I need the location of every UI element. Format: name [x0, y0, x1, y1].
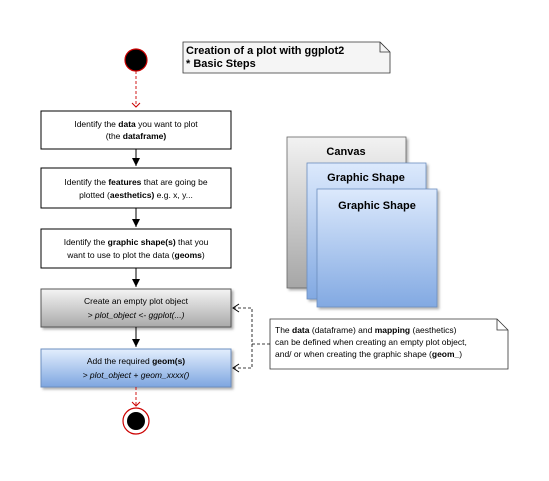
step-identify-features-line2: plotted (aesthetics) e.g. x, y... [79, 190, 193, 200]
info-note-line3: and/ or when creating the graphic shape … [275, 349, 462, 359]
step-identify-graphic-shape-line1: Identify the graphic shape(s) that you [64, 237, 209, 247]
text-run: ) [202, 250, 205, 260]
step-identify-features: Identify the features that are going be … [40, 167, 232, 209]
text-run: Create an empty plot object [84, 296, 189, 306]
title-note-line2: * Basic Steps [186, 58, 256, 70]
graphic-shape-1-label: Graphic Shape [327, 172, 405, 184]
text-run: features [108, 177, 141, 187]
graphic-shape-2-label: Graphic Shape [338, 200, 416, 212]
note-connector-add [232, 344, 253, 373]
text-run: ) [459, 349, 462, 359]
step-identify-graphic-shape-line2: want to use to plot the data (geoms) [66, 250, 205, 260]
info-note-line2: can be defined when creating an empty pl… [275, 337, 467, 347]
text-run: geom(s) [152, 356, 185, 366]
end-node [122, 407, 150, 435]
text-run: and/ or when creating the graphic shape … [275, 349, 432, 359]
title-note-line1: Creation of a plot with ggplot2 [186, 45, 344, 57]
step-add-geoms: Add the required geom(s) > plot_object +… [40, 348, 232, 388]
text-run: mapping [375, 325, 410, 335]
text-run: geom_ [432, 349, 460, 359]
text-run: that you [176, 237, 209, 247]
text-run: Identify the [64, 237, 108, 247]
note-connector-create [232, 303, 270, 345]
start-node [124, 48, 148, 72]
text-run: > plot_object <- ggplot(...) [88, 310, 185, 320]
step-create-plot-object: Create an empty plot object > plot_objec… [40, 288, 232, 328]
step-identify-data: Identify the data you want to plot (the … [40, 110, 232, 150]
step-identify-graphic-shape: Identify the graphic shape(s) that you w… [40, 228, 232, 269]
step-identify-data-line1: Identify the data you want to plot [74, 119, 198, 129]
text-run: (dataframe) and [310, 325, 375, 335]
step-create-plot-object-line2: > plot_object <- ggplot(...) [88, 310, 185, 320]
graphic-shape-layer-2: Graphic Shape [316, 188, 438, 308]
text-run: Identify the [64, 177, 108, 187]
text-run: data [118, 119, 136, 129]
text-run: that are going be [141, 177, 207, 187]
title-note: Creation of a plot with ggplot2 * Basic … [182, 41, 391, 74]
text-run: Add the required [87, 356, 152, 366]
step-add-geoms-line2: > plot_object + geom_xxxx() [83, 370, 190, 380]
step-create-plot-object-line1: Create an empty plot object [84, 296, 189, 306]
text-run: (aesthetics) [410, 325, 456, 335]
info-note: The data (dataframe) and mapping (aesthe… [269, 318, 509, 370]
text-run: data [292, 325, 310, 335]
step-add-geoms-line1: Add the required geom(s) [87, 356, 185, 366]
step-identify-data-line2: (the dataframe) [106, 131, 167, 141]
layers-illustration: Canvas Graphic Shape Graphic Shape [286, 136, 438, 308]
text-run: The [275, 325, 292, 335]
text-run: (the [106, 131, 123, 141]
text-run: aesthetics) [110, 190, 155, 200]
text-run: you want to plot [136, 119, 199, 129]
info-note-line1: The data (dataframe) and mapping (aesthe… [275, 325, 457, 335]
text-run: geoms [175, 250, 203, 260]
text-run: plotted ( [79, 190, 110, 200]
text-run: > plot_object + geom_xxxx() [83, 370, 190, 380]
text-run: can be defined when creating an empty pl… [275, 337, 467, 347]
text-run: e.g. x, y... [154, 190, 193, 200]
step-identify-features-line1: Identify the features that are going be [64, 177, 207, 187]
text-run: graphic shape(s) [108, 237, 176, 247]
text-run: Identify the [74, 119, 118, 129]
text-run: dataframe) [123, 131, 167, 141]
text-run: want to use to plot the data ( [66, 250, 174, 260]
canvas-label: Canvas [326, 146, 365, 158]
